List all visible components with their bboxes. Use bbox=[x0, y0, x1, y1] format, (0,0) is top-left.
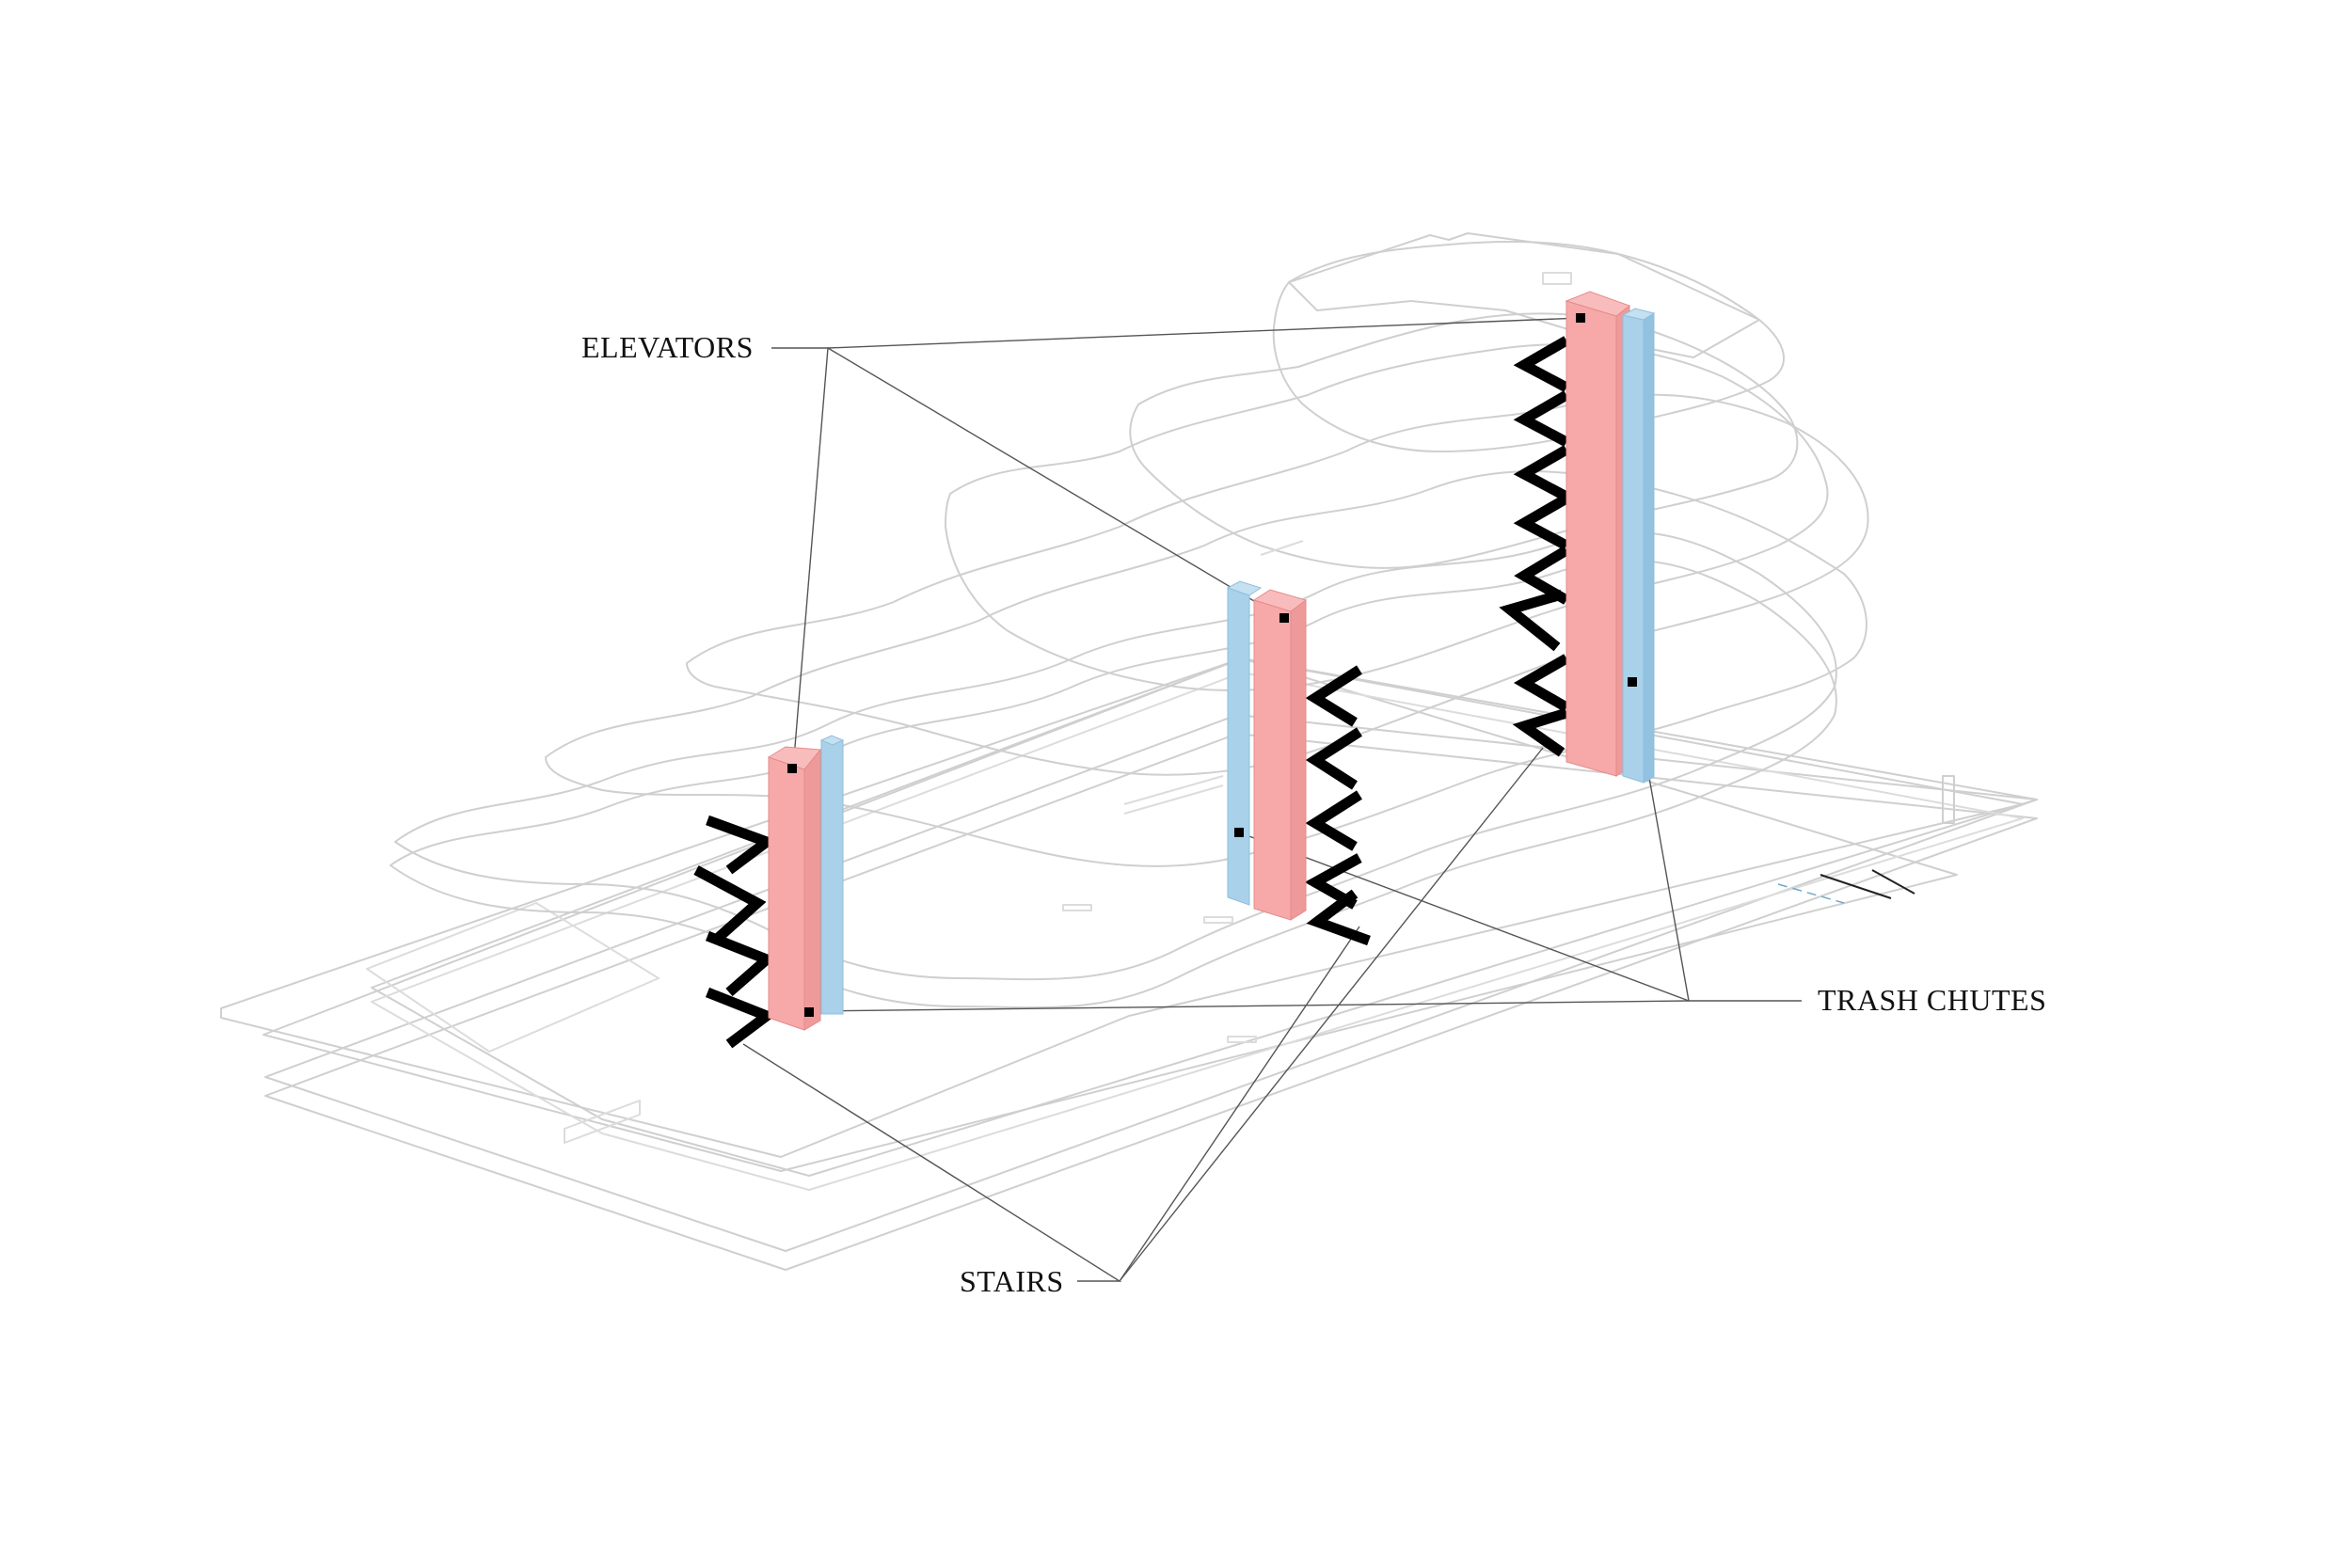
callout-dot-trash-right bbox=[1628, 677, 1637, 687]
label-elevators: ELEVATORS bbox=[581, 330, 754, 364]
floor-plate-level-3 bbox=[545, 470, 1867, 867]
trash-chute-side bbox=[1643, 312, 1655, 784]
ramp-outline bbox=[366, 902, 660, 1053]
column-element bbox=[1942, 775, 1955, 824]
plate-detail-line bbox=[1871, 869, 1915, 895]
stair-flight bbox=[1499, 589, 1564, 652]
floor-plate-level-4 bbox=[686, 393, 1869, 776]
stair-flight bbox=[705, 930, 777, 997]
stairs-left bbox=[693, 815, 778, 1049]
core-right bbox=[1499, 291, 1656, 784]
stair-flight bbox=[1512, 707, 1568, 757]
trash-chute-right bbox=[1621, 308, 1656, 784]
plate-detail-line bbox=[1123, 784, 1224, 815]
floor-plate-base-5 bbox=[371, 657, 2038, 1177]
trash-chute-middle bbox=[1226, 580, 1263, 906]
leader-trash-2 bbox=[1238, 832, 1690, 1002]
callout-dot-elevator-middle bbox=[1279, 613, 1289, 623]
elevator-top bbox=[1252, 589, 1308, 612]
stair-flight bbox=[1513, 390, 1569, 447]
elevator-front bbox=[1565, 300, 1617, 777]
floor-plate-level-7 bbox=[1272, 241, 1785, 452]
callout-dot-trash-middle bbox=[1234, 828, 1244, 837]
callout-dot-elevator-left bbox=[787, 764, 797, 773]
trash-chute-front bbox=[820, 739, 844, 1015]
label-trash-chutes: TRASH CHUTES bbox=[1818, 983, 2046, 1017]
stair-flight bbox=[1306, 889, 1371, 946]
floor-plate-roof bbox=[1288, 232, 1760, 358]
threshold bbox=[1203, 916, 1233, 924]
trash-chute-front bbox=[1227, 587, 1250, 906]
stair-flight bbox=[1513, 336, 1569, 392]
floor-plate-level-2 bbox=[394, 531, 1837, 981]
plate-detail-line bbox=[1820, 874, 1892, 899]
floor-plate-level-6 bbox=[1129, 312, 1799, 569]
floor-plate-base-4 bbox=[220, 657, 2024, 1158]
floor-plate-base-2 bbox=[264, 714, 2038, 1252]
elevator-middle bbox=[1252, 589, 1308, 921]
callout-dot-trash-left bbox=[804, 1007, 814, 1017]
stair-flight bbox=[1305, 727, 1362, 790]
stair-flight bbox=[705, 987, 778, 1049]
stair-flight bbox=[1513, 445, 1569, 501]
trash-chute-front bbox=[1622, 314, 1645, 784]
stair-flight bbox=[1514, 654, 1569, 712]
leader-elevators-3 bbox=[827, 317, 1581, 349]
trash-chute-top bbox=[1226, 580, 1263, 596]
stair-flight bbox=[1513, 494, 1569, 550]
elevator-left bbox=[767, 746, 821, 1031]
floor-plate-level-1 bbox=[389, 559, 1837, 1009]
leader-elevators-2 bbox=[827, 347, 1285, 620]
plate-detail-line bbox=[1777, 883, 1845, 904]
elevator-front bbox=[1253, 599, 1292, 921]
floor-plate-base-6 bbox=[371, 672, 2024, 1191]
stairs-middle bbox=[1304, 665, 1371, 946]
stair-flight bbox=[693, 865, 767, 945]
leader-trash-3 bbox=[808, 1000, 1690, 1012]
floor-plate-base-3 bbox=[262, 657, 1958, 1172]
label-stairs: STAIRS bbox=[960, 1264, 1064, 1298]
callout-dot-elevator-right bbox=[1576, 313, 1585, 323]
roof-hatch bbox=[1542, 272, 1572, 285]
stair-flight bbox=[1305, 665, 1362, 727]
stair-flight bbox=[706, 815, 778, 875]
threshold bbox=[1062, 904, 1092, 911]
elevator-top bbox=[1565, 291, 1631, 317]
floor-plate-base-1 bbox=[264, 733, 2038, 1271]
elevator-side bbox=[1290, 599, 1307, 921]
elevator-right bbox=[1565, 291, 1631, 777]
leader-stairs-2 bbox=[1119, 926, 1360, 1282]
stairs-right bbox=[1499, 336, 1569, 757]
leader-lines bbox=[742, 317, 1802, 1282]
leader-stairs-3 bbox=[1119, 747, 1544, 1282]
ramp-outline-2 bbox=[564, 1100, 641, 1144]
elevator-front bbox=[768, 756, 805, 1031]
leader-trash-1 bbox=[1631, 681, 1802, 1002]
floor-plates bbox=[220, 232, 2038, 1271]
floor-plate-level-5 bbox=[945, 343, 1829, 691]
elevator-side bbox=[803, 748, 821, 1031]
stair-flight bbox=[1305, 790, 1362, 851]
plate-detail-line bbox=[1260, 540, 1304, 556]
core-left bbox=[693, 735, 845, 1049]
trash-chute-top bbox=[819, 735, 845, 746]
trash-chute-left bbox=[819, 735, 845, 1015]
core-middle bbox=[1226, 580, 1371, 946]
plate-detail-line bbox=[1123, 775, 1224, 805]
threshold bbox=[1227, 1036, 1257, 1043]
